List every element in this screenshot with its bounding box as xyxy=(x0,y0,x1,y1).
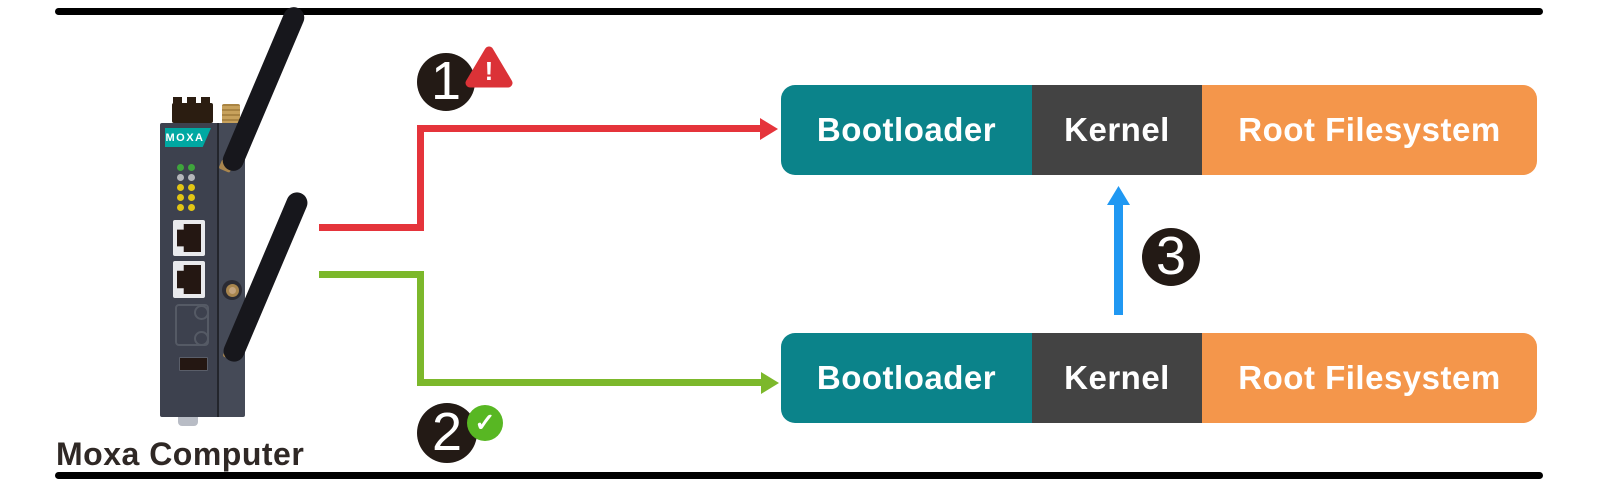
segment-label: Bootloader xyxy=(816,111,997,148)
arrow-kernel-head xyxy=(1107,186,1130,205)
led-gray xyxy=(188,174,195,181)
usb-port xyxy=(179,357,208,371)
step-1-badge: 1 xyxy=(417,53,475,111)
segment-label: Root Filesystem xyxy=(1238,359,1501,396)
led-yellow xyxy=(188,194,195,201)
firmware-bar-bottom: Bootloader Kernel Root Filesystem xyxy=(781,333,1537,423)
rj45-jack xyxy=(177,224,201,252)
step-2-number: 2 xyxy=(431,402,463,462)
led-yellow xyxy=(177,204,184,211)
arrow-fail-segment-1 xyxy=(319,224,421,231)
led-yellow xyxy=(188,204,195,211)
ethernet-port-1 xyxy=(173,220,205,256)
led-yellow xyxy=(177,194,184,201)
antenna-jack xyxy=(222,280,242,300)
check-icon: ✓ xyxy=(467,405,503,441)
led-yellow xyxy=(177,184,184,191)
segment-label: Kernel xyxy=(1064,111,1170,148)
arrow-fail-segment-2 xyxy=(417,125,424,231)
sma-connector xyxy=(222,104,240,124)
moxa-logo: MOXA xyxy=(165,128,211,147)
sim-slot-screw xyxy=(194,305,209,320)
segment-label: Bootloader xyxy=(816,359,997,396)
segment-bootloader-top: Bootloader xyxy=(781,85,1032,175)
led-gray xyxy=(177,174,184,181)
arrow-ok-segment-1 xyxy=(319,271,421,278)
step-3-badge: 3 xyxy=(1142,228,1200,286)
arrow-fail-head xyxy=(760,118,778,140)
segment-kernel-top: Kernel xyxy=(1032,85,1202,175)
arrow-kernel-shaft xyxy=(1114,203,1123,315)
terminal-block xyxy=(172,103,213,123)
moxa-computer-illustration: MOXA xyxy=(0,0,360,480)
warning-icon: ! xyxy=(465,46,513,88)
arrow-ok-segment-3 xyxy=(417,379,763,386)
segment-kernel-bottom: Kernel xyxy=(1032,333,1202,423)
moxa-logo-text: MOXA xyxy=(165,131,205,144)
ethernet-port-2 xyxy=(173,261,205,298)
segment-bootloader-bottom: Bootloader xyxy=(781,333,1032,423)
segment-label: Root Filesystem xyxy=(1238,111,1501,148)
terminal-block-teeth xyxy=(173,97,213,104)
antenna-jack-pin xyxy=(228,286,236,294)
device-label: Moxa Computer xyxy=(56,436,305,472)
led-green xyxy=(177,164,184,171)
antenna-jack-ring xyxy=(225,283,239,297)
arrow-ok-segment-2 xyxy=(417,271,424,386)
rj45-jack xyxy=(177,265,201,294)
led-yellow xyxy=(188,184,195,191)
step-3-number: 3 xyxy=(1155,226,1187,286)
arrow-fail-segment-3 xyxy=(417,125,762,132)
frame-top-strip xyxy=(55,8,1543,15)
firmware-bar-top: Bootloader Kernel Root Filesystem xyxy=(781,85,1537,175)
sim-slot xyxy=(175,304,209,346)
led-green xyxy=(188,164,195,171)
segment-rootfs-bottom: Root Filesystem xyxy=(1202,333,1537,423)
check-glyph: ✓ xyxy=(474,408,496,437)
din-foot xyxy=(178,417,198,426)
step-2-badge: 2 xyxy=(417,403,477,463)
warning-glyph: ! xyxy=(485,56,494,86)
segment-label: Kernel xyxy=(1064,359,1170,396)
antenna-upper xyxy=(219,3,308,175)
segment-rootfs-top: Root Filesystem xyxy=(1202,85,1537,175)
frame-bottom-strip xyxy=(55,472,1543,479)
arrow-ok-head xyxy=(761,372,779,394)
step-1-number: 1 xyxy=(430,51,462,111)
sim-slot-screw xyxy=(194,331,209,346)
